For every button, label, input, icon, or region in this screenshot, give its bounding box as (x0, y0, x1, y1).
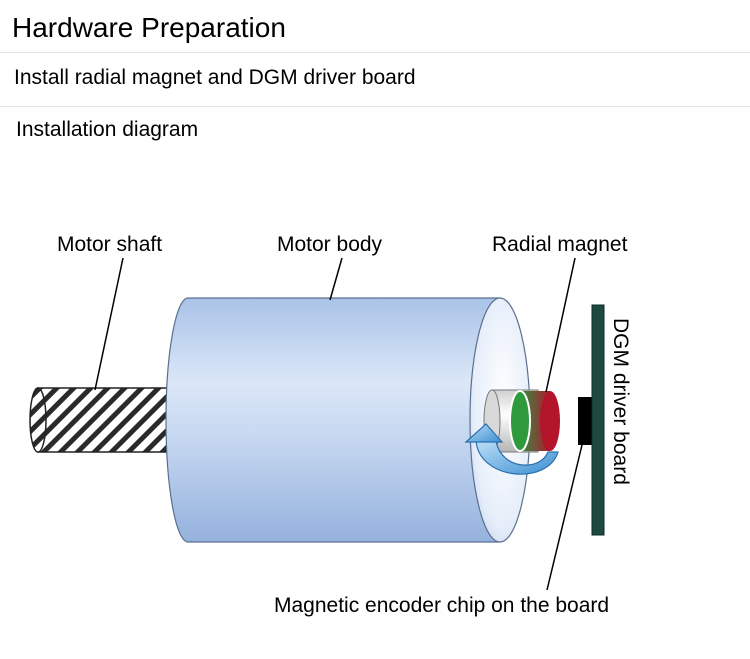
label-encoder-chip: Magnetic encoder chip on the board (274, 594, 609, 617)
divider (0, 106, 750, 107)
motor-body (165, 297, 531, 543)
divider (0, 52, 750, 53)
label-motor-shaft: Motor shaft (57, 233, 162, 256)
encoder-chip (578, 397, 592, 445)
label-motor-body: Motor body (277, 233, 383, 256)
driver-board (591, 304, 605, 536)
leader-lines (94, 257, 583, 591)
label-radial-magnet: Radial magnet (492, 233, 628, 256)
label-driver-board: DGM driver board (609, 318, 632, 485)
subsection-title: Installation diagram (16, 118, 199, 141)
page-title: Hardware Preparation (12, 12, 286, 43)
rotation-arrow-icon (464, 423, 559, 475)
radial-magnet (509, 390, 560, 452)
section-title: Install radial magnet and DGM driver boa… (14, 66, 416, 89)
motor-shaft (29, 387, 179, 453)
